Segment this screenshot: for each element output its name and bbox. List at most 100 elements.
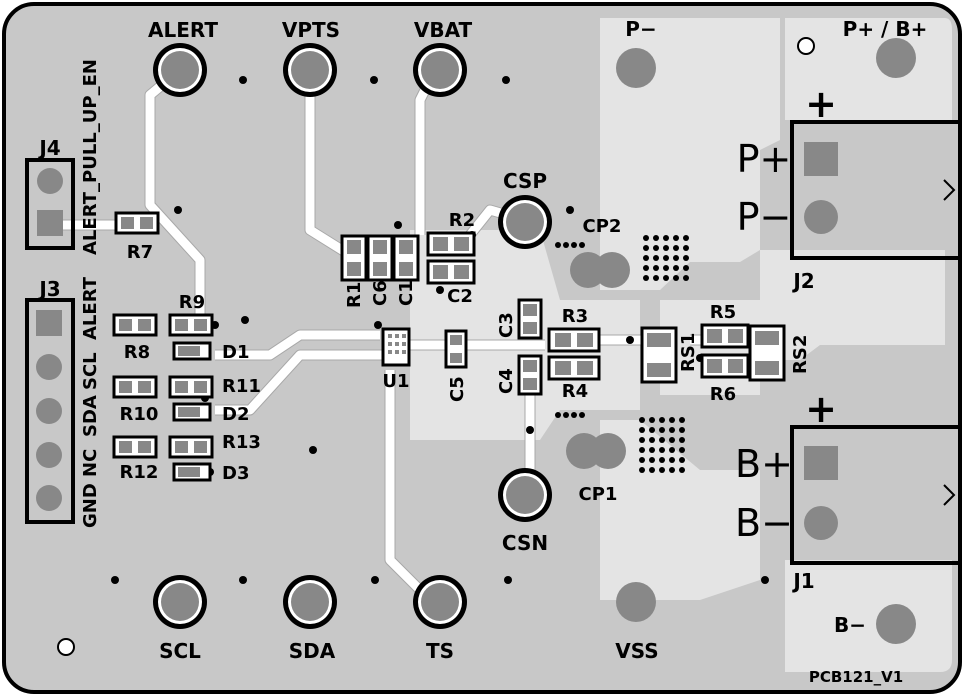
via: [673, 265, 679, 271]
r12-footprint[interactable]: [112, 435, 158, 459]
c3-footprint[interactable]: [517, 298, 543, 340]
via: [663, 245, 669, 251]
j3-header: [25, 298, 75, 524]
j3-pin-label-gnd: GND: [80, 483, 101, 528]
r10-footprint[interactable]: [112, 375, 158, 399]
c5-label: C5: [447, 376, 468, 402]
tp-p-plus-b-plus-pad[interactable]: [876, 38, 916, 78]
tp-vss-pad[interactable]: [616, 582, 656, 622]
via: [669, 447, 675, 453]
tp-alert-label: ALERT: [148, 18, 218, 42]
r4-label: R4: [562, 381, 588, 402]
j1-pin-2[interactable]: [804, 506, 838, 540]
cp1-label: CP1: [579, 484, 618, 505]
j3-pin-scl[interactable]: [36, 354, 62, 380]
tp-vss-label: VSS: [615, 639, 658, 663]
j4-pin-1[interactable]: [37, 168, 63, 194]
d2-footprint[interactable]: [172, 402, 212, 422]
j2-connector: [790, 120, 962, 260]
r8-footprint[interactable]: [112, 313, 158, 337]
via: [659, 447, 665, 453]
r6-label: R6: [710, 384, 736, 405]
j3-pin-nc[interactable]: [36, 442, 62, 468]
via: [683, 275, 689, 281]
tp-csn-pad[interactable]: [498, 468, 552, 522]
tp-scl-pad[interactable]: [153, 575, 207, 629]
via: [663, 235, 669, 241]
j4-pin-2[interactable]: [37, 210, 63, 236]
j2-pin-2[interactable]: [804, 200, 838, 234]
tp-b-minus-pad[interactable]: [876, 604, 916, 644]
via: [679, 437, 685, 443]
d1-footprint[interactable]: [172, 341, 212, 361]
j1-plus-symbol: +: [805, 387, 837, 431]
via: [683, 265, 689, 271]
r13-label: R13: [222, 432, 261, 453]
r9-footprint[interactable]: [168, 313, 214, 337]
test-point-pads: [57, 37, 916, 656]
j2-pin-1[interactable]: [804, 142, 838, 176]
j3-pin-label-scl: SCL: [80, 352, 101, 390]
via: [673, 245, 679, 251]
j3-pin-gnd[interactable]: [36, 485, 62, 511]
rs2-footprint[interactable]: [748, 324, 786, 382]
r3-footprint[interactable]: [547, 327, 601, 353]
tp-csp-pad[interactable]: [498, 195, 552, 249]
j1-pin-1[interactable]: [804, 446, 838, 480]
via: [653, 255, 659, 261]
mounting-hole: [797, 37, 815, 55]
tp-ts-label: TS: [426, 639, 454, 663]
r5-label: R5: [710, 302, 736, 323]
r1-footprint[interactable]: [340, 234, 368, 282]
via: [659, 467, 665, 473]
tp-p-plus-b-plus-label: P+ / B+: [843, 17, 928, 41]
c6-footprint[interactable]: [366, 234, 394, 282]
r7-footprint[interactable]: [114, 211, 160, 235]
r2-label: R2: [449, 210, 475, 231]
c5-footprint[interactable]: [444, 329, 468, 369]
c2-footprint[interactable]: [426, 259, 476, 285]
via: [669, 437, 675, 443]
tp-p-minus-pad[interactable]: [616, 48, 656, 88]
r6-footprint[interactable]: [700, 353, 750, 379]
mounting-hole: [57, 638, 75, 656]
r2-footprint[interactable]: [426, 231, 476, 257]
r3-label: R3: [562, 306, 588, 327]
rs1-label: RS1: [678, 333, 699, 372]
via: [669, 467, 675, 473]
tp-ts-pad[interactable]: [413, 575, 467, 629]
tp-sda-pad[interactable]: [283, 575, 337, 629]
via: [659, 417, 665, 423]
tp-vbat-label: VBAT: [414, 18, 473, 42]
tp-vbat-pad[interactable]: [413, 43, 467, 97]
via: [673, 275, 679, 281]
via: [673, 235, 679, 241]
via: [649, 427, 655, 433]
via: [663, 255, 669, 261]
r13-footprint[interactable]: [168, 435, 214, 459]
via: [643, 275, 649, 281]
j3-pin-sda[interactable]: [36, 398, 62, 424]
c4-footprint[interactable]: [517, 354, 543, 396]
via: [653, 265, 659, 271]
j3-pin-alert[interactable]: [36, 310, 62, 336]
c1-label: C1: [396, 280, 417, 306]
via: [679, 467, 685, 473]
u1-footprint[interactable]: [381, 327, 411, 367]
via: [639, 417, 645, 423]
j1-pin2-label: B−: [735, 501, 793, 545]
d2-label: D2: [222, 404, 249, 425]
r5-footprint[interactable]: [700, 323, 750, 349]
d3-footprint[interactable]: [172, 462, 212, 482]
d1-label: D1: [222, 342, 249, 363]
r9-label: R9: [179, 292, 205, 313]
c1-footprint[interactable]: [392, 234, 420, 282]
via: [669, 417, 675, 423]
rs1-footprint[interactable]: [640, 326, 678, 384]
r1-label: R1: [344, 282, 365, 308]
tp-vpts-pad[interactable]: [283, 43, 337, 97]
r4-footprint[interactable]: [547, 355, 601, 381]
r11-footprint[interactable]: [168, 375, 214, 399]
tp-alert-pad[interactable]: [153, 43, 207, 97]
